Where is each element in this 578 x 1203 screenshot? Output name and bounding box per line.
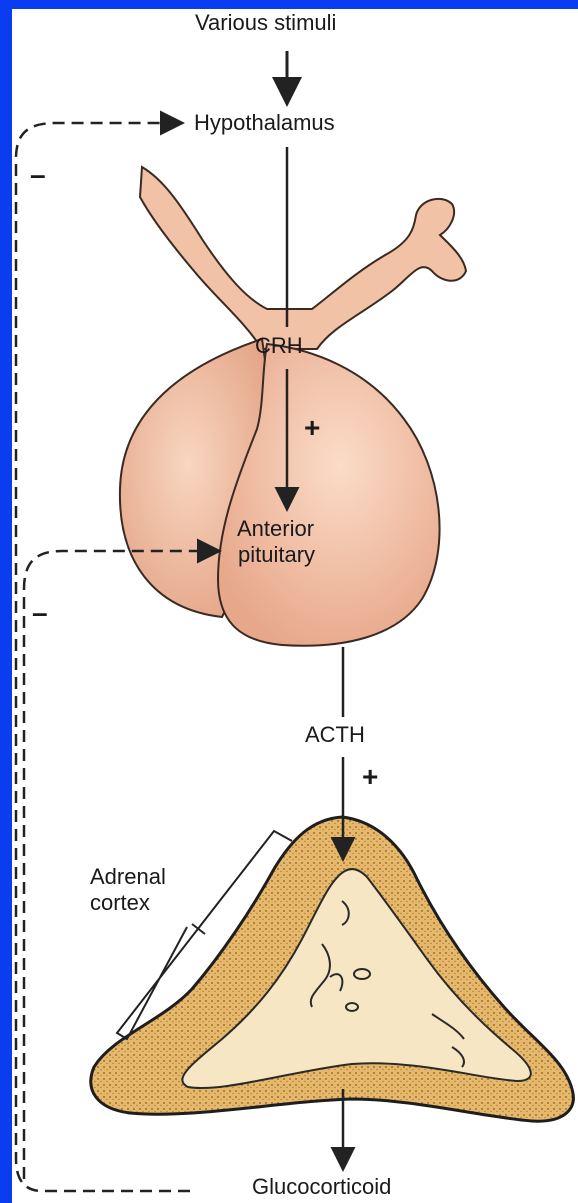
negative-sign-pituitary: – <box>32 599 48 627</box>
label-cortex: cortex <box>90 891 150 915</box>
label-crh: CRH <box>255 334 303 358</box>
positive-sign-crh: + <box>304 414 320 442</box>
label-hypothalamus: Hypothalamus <box>194 111 335 135</box>
diagram-canvas: Various stimuli Hypothalamus CRH Anterio… <box>12 9 578 1203</box>
label-anterior: Anterior <box>237 517 314 541</box>
label-glucocorticoid: Glucocorticoid <box>252 1175 391 1199</box>
positive-sign-acth: + <box>362 763 378 791</box>
label-adrenal: Adrenal <box>90 865 166 889</box>
label-pituitary: pituitary <box>238 543 315 567</box>
label-various-stimuli: Various stimuli <box>195 11 336 35</box>
pituitary-stalk <box>140 167 466 349</box>
label-acth: ACTH <box>305 723 365 747</box>
negative-sign-hypothalamus: – <box>30 161 46 189</box>
diagram-svg <box>12 9 578 1203</box>
